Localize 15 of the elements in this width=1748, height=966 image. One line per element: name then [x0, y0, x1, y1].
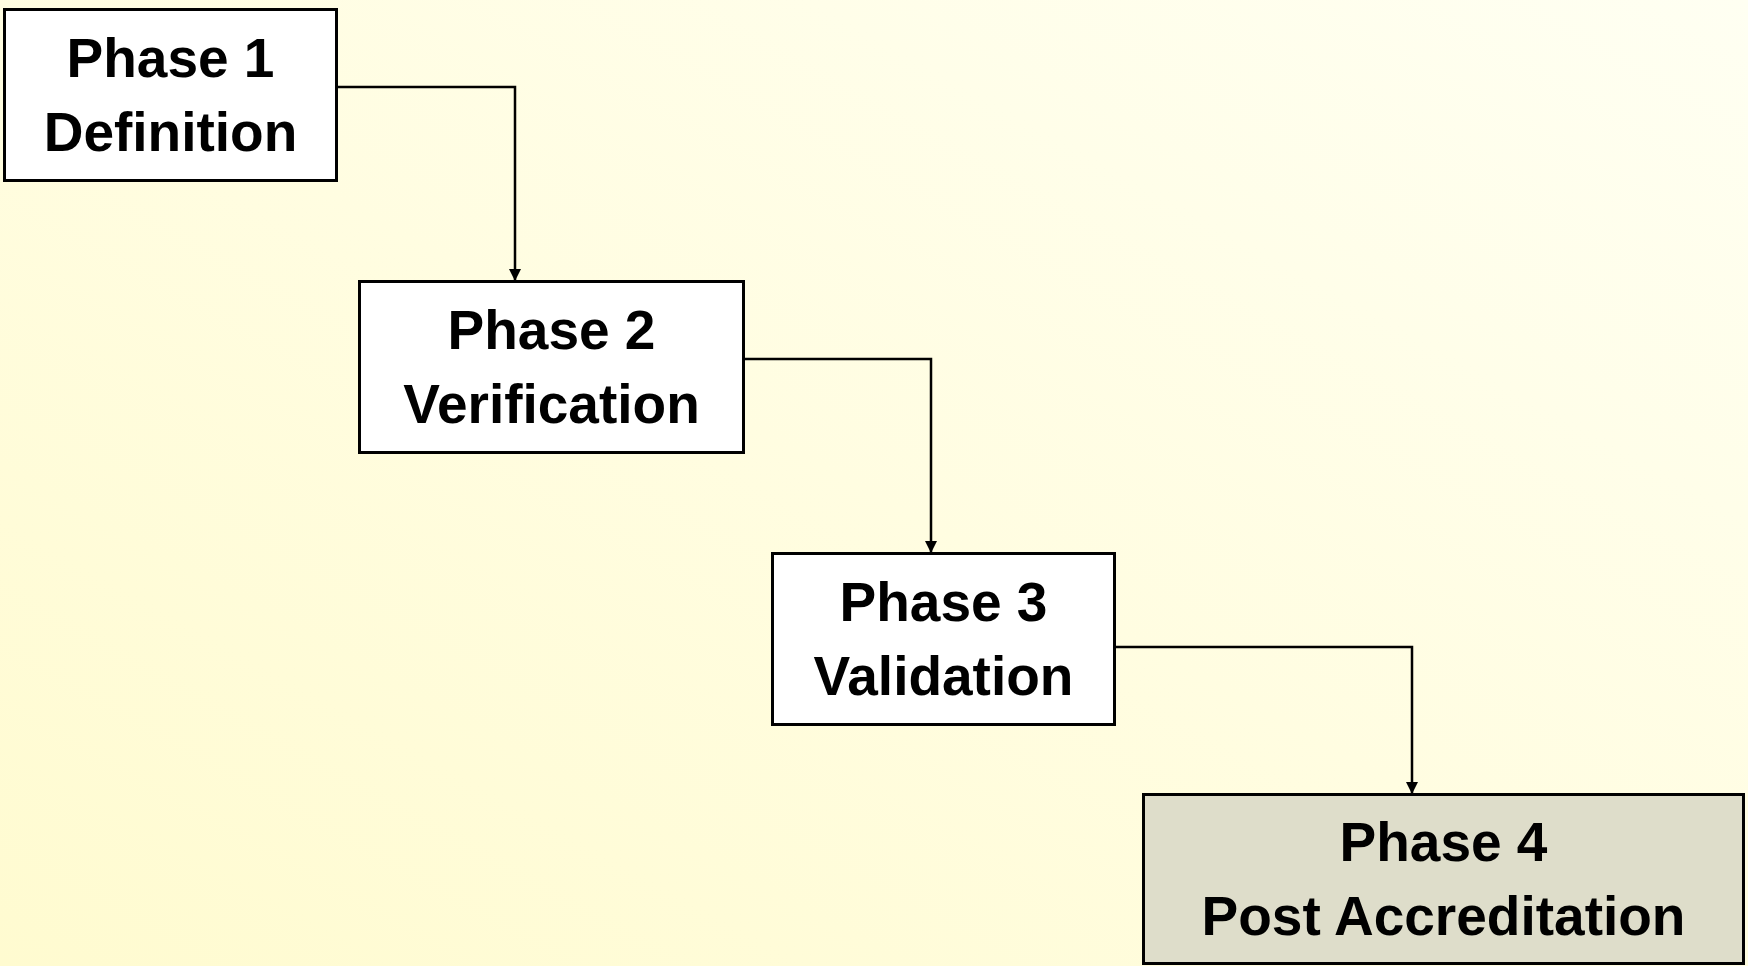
phase-title: Phase 1: [66, 26, 275, 91]
phase-name: Validation: [813, 644, 1074, 709]
phase-box: [3, 8, 338, 182]
connector-arrow: [338, 85, 521, 281]
phase-name: Post Accreditation: [1201, 884, 1686, 949]
connector-arrow: [745, 357, 937, 553]
phase-title: Phase 2: [447, 298, 656, 363]
phase-title: Phase 4: [1339, 810, 1548, 875]
phase-box: [1142, 793, 1745, 965]
phase-name: Definition: [43, 100, 298, 165]
phase-name: Verification: [403, 372, 700, 437]
phase-box: [358, 280, 745, 454]
phase-title: Phase 3: [839, 570, 1048, 635]
phase-box: [771, 552, 1116, 726]
connector-arrow: [1116, 645, 1418, 794]
